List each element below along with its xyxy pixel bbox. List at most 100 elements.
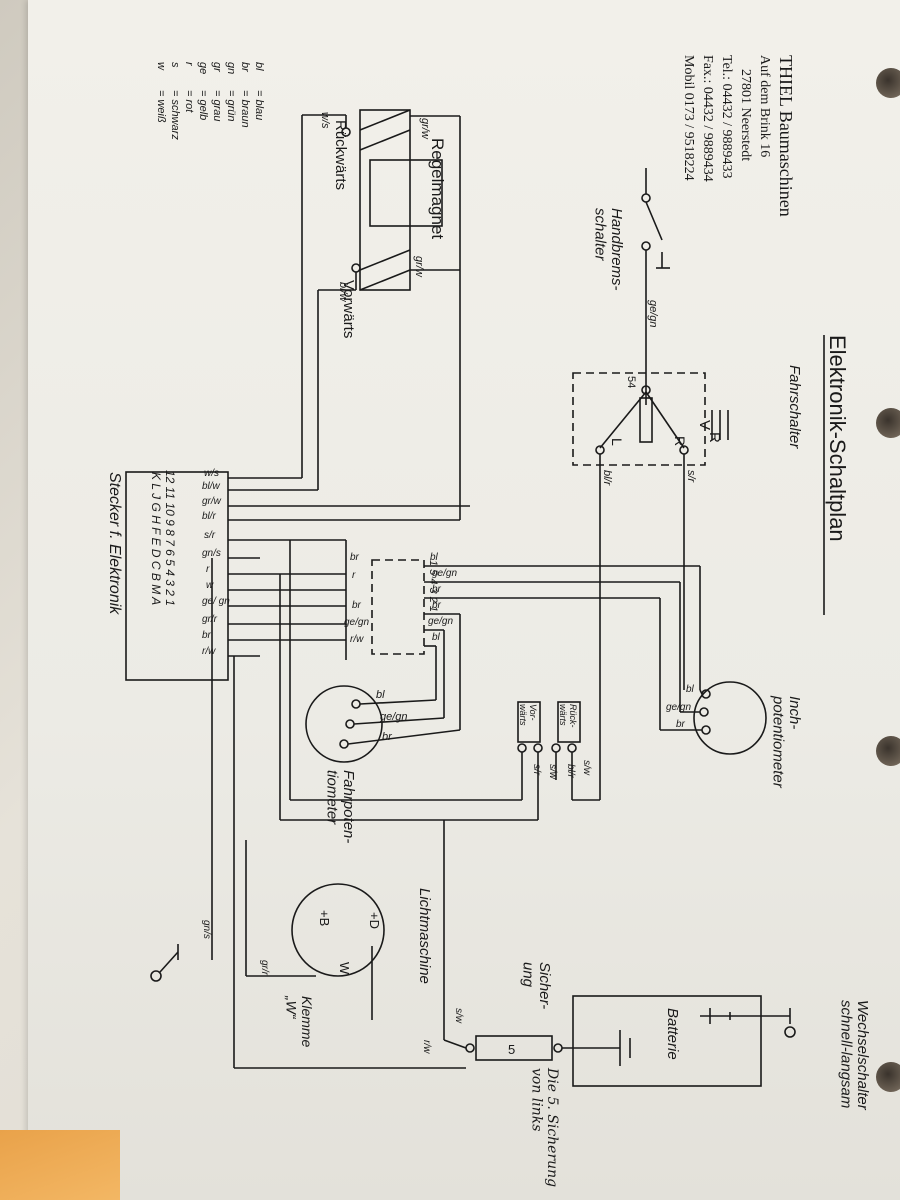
legend-desc: = rot [183,90,195,113]
legend-code: gr [211,62,223,73]
plug-wires: w/s bl/w gr/w bl/r s/r gn/s r w ge/ gn g… [202,468,470,657]
svg-text:+D: +D [367,912,382,929]
company-tel: Tel.: 04432 / 9889433 [719,55,734,178]
battery: Batterie [562,995,796,1087]
svg-text:s/w: s/w [581,760,592,776]
svg-text:gr/r: gr/r [202,614,218,625]
company-fax: Fax.: 04432 / 9889434 [700,55,715,182]
svg-text:r: r [352,570,356,581]
svg-text:s/w: s/w [453,1008,464,1024]
svg-text:gr/r: gr/r [259,960,270,976]
svg-text:W: W [337,962,352,975]
control-magnet-label: Regelmagnet [428,138,447,239]
alternator-label: Lichtmaschine [416,888,433,984]
svg-text:+B: +B [317,910,332,926]
svg-text:bl: bl [432,632,441,643]
plug-body [125,471,229,681]
svg-text:bl: bl [686,684,695,695]
orange-binder-corner [0,1130,120,1200]
svg-text:ge/gn: ge/gn [666,702,691,713]
punch-hole [876,1062,900,1092]
svg-text:gr/w: gr/w [202,496,222,507]
legend-desc: = braun [239,90,251,128]
svg-text:r/w: r/w [421,1040,432,1054]
company-street: Auf dem Brink 16 [757,55,772,157]
battery-label: Batterie [664,1008,681,1060]
diagram-title: Elektronik-Schaltplan [825,335,850,542]
svg-text:br: br [432,584,442,595]
svg-text:s/r: s/r [531,764,542,776]
svg-text:ge/gn: ge/gn [344,617,369,628]
svg-text:L: L [609,438,625,446]
svg-text:ge/gn: ge/gn [380,711,408,723]
speed-changeover-switch: Wechselschalterschnell-langsam [150,940,872,1111]
svg-text:ge/gn: ge/gn [432,568,457,579]
svg-text:bl/r: bl/r [601,470,613,487]
svg-text:br: br [676,719,686,730]
legend-code: gn [225,62,237,74]
svg-text:br: br [432,600,442,611]
fuse: 5 Sicher-ung [465,962,563,1061]
svg-text:K L J G H F E D C B M A: K L J G H F E D C B M A [149,472,163,605]
svg-text:r/w: r/w [202,646,216,657]
legend-desc: = gelb [197,90,209,120]
alternator: +D +B W Lichtmaschine Klemme„W“ [284,883,433,1048]
svg-text:bl: bl [376,689,385,701]
svg-text:5: 5 [508,1042,515,1057]
drive-potentiometer: bl ge/gn br Fahrpoten-tiometer [305,685,461,843]
svg-text:gn/s: gn/s [201,920,212,939]
legend-code: bl [253,62,265,71]
inch-potentiometer-label: Inch-potentiometer [770,695,804,789]
changeover-label: Wechselschalterschnell-langsam [838,1000,872,1111]
electronics-plug: 12 11 10 9 8 7 6 5 4 3 2 1 K L J G H F E… [106,470,229,681]
svg-text:bl: bl [430,552,439,563]
svg-text:s/w: s/w [547,764,558,780]
terminal-w-label: Klemme„W“ [284,995,315,1048]
drive-switch: V R R L 54 Fahrschalter [572,365,803,466]
plug-label: Stecker f. Elektronik [106,472,123,615]
svg-text:gn/s: gn/s [202,548,221,559]
drive-switch-label: Fahrschalter [786,365,803,449]
legend-code: s [169,62,181,68]
svg-text:br: br [202,630,212,641]
svg-text:ge/gn: ge/gn [428,616,453,627]
legend-code: r [183,62,195,67]
legend-desc: = weiß [155,90,167,123]
svg-text:w/s: w/s [204,468,219,479]
legend-code: ge [197,62,209,74]
punch-hole [876,68,900,98]
legend-desc: = schwarz [169,90,181,140]
svg-text:V: V [696,420,713,430]
svg-text:r/w: r/w [350,634,364,645]
drive-potentiometer-label: Fahrpoten-tiometer [324,770,358,843]
svg-text:s/r: s/r [685,470,697,484]
company-block: THIEL Baumaschinen Auf dem Brink 16 2780… [681,55,796,217]
company-mobil: Mobil 0173 / 9518224 [681,55,696,181]
forward-label: Vorwärts [340,280,357,338]
svg-text:Vor-wärts: Vor-wärts [518,704,538,726]
drive-switch-housing [572,372,706,466]
punch-hole [876,408,900,438]
svg-text:bl/w: bl/w [202,481,221,492]
svg-text:1 5 4 3 2 1: 1 5 4 3 2 1 [427,560,439,612]
svg-text:12 11 10 9 8 7 6 5 4 3 2 1: 12 11 10 9 8 7 6 5 4 3 2 1 [163,470,177,606]
svg-text:ge/ gn: ge/ gn [202,596,230,607]
handbrake-switch: Handbrems-schalter [592,168,670,291]
company-name: THIEL Baumaschinen [776,55,796,217]
legend-desc: = blau [253,90,265,120]
direction-relays: Rück-wärts Vor-wärts s/w bl/r s/w s/r [517,701,592,780]
svg-text:w/s: w/s [319,112,331,129]
legend-desc: = grün [225,90,237,122]
svg-text:gr/w: gr/w [413,256,425,278]
svg-text:Rück-wärts: Rück-wärts [558,704,578,728]
svg-text:br: br [352,600,362,611]
color-legend: bl = blau br = braun gn = grün gr = grau… [155,62,265,140]
svg-text:54: 54 [625,376,637,388]
control-magnet: Regelmagnet [359,109,447,291]
legend-code: br [239,62,251,73]
handbrake-label: Handbrems-schalter [592,208,626,291]
svg-text:bl/r: bl/r [565,764,576,779]
legend-desc: = grau [211,90,223,122]
legend-code: w [155,62,167,71]
